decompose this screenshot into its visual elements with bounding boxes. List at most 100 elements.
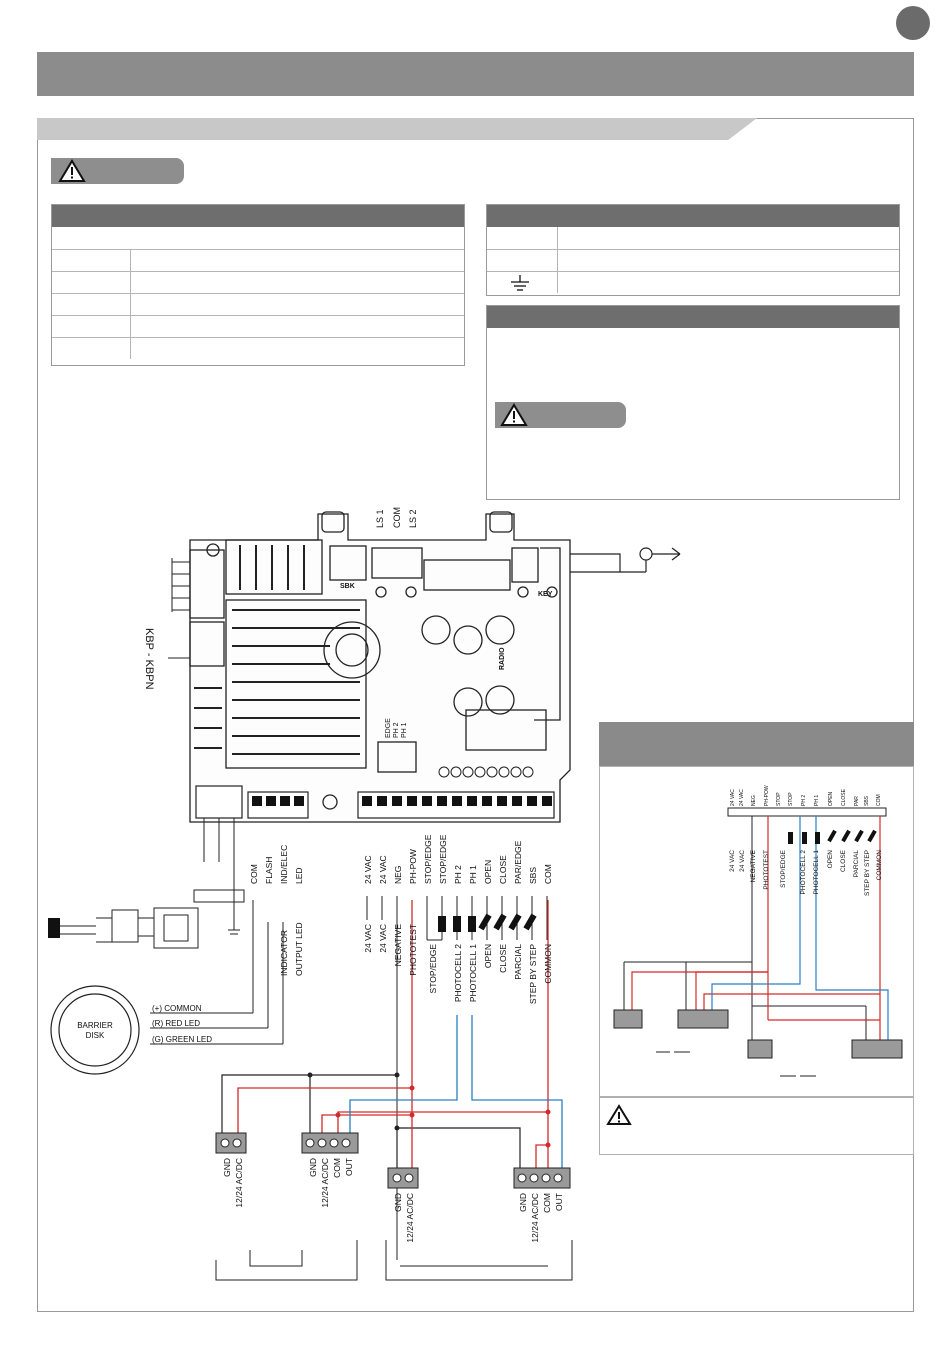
table-row <box>52 337 464 359</box>
inset-terminal-labels: 24 VAC 24 VAC NEG PH-POW STOP STOP PH 2 … <box>730 785 882 806</box>
wire-label: (G) GREEN LED <box>152 1035 212 1044</box>
barrier-disk-label: BARRIER <box>77 1021 113 1030</box>
ls2-label: LS 2 <box>408 509 418 528</box>
barrier-disk-label: DISK <box>86 1031 105 1040</box>
inset-function-label: NEGATIVE <box>750 849 757 882</box>
inset-terminal-label: STOP <box>788 792 794 806</box>
warning-icon <box>500 403 528 426</box>
inset-terminal-label: 24 VAC <box>739 789 745 806</box>
function-label: STEP BY STEP <box>528 944 538 1004</box>
ground-icon <box>511 275 529 291</box>
table-row <box>487 249 899 271</box>
inset-function-label: 24 VAC <box>729 850 736 872</box>
device-label: COM <box>332 1158 342 1178</box>
terminal-label: LED <box>294 867 304 884</box>
table-header <box>487 205 899 227</box>
function-label: COMMON <box>543 944 553 984</box>
inset-function-label: CLOSE <box>840 849 847 872</box>
terminal-label: 24 VAC <box>378 855 388 884</box>
table-row <box>52 271 464 293</box>
inset-function-label: PHOTOCELL 2 <box>800 850 807 895</box>
terminal-label: 24 VAC <box>363 855 373 884</box>
terminal-label: STOP/EDGE <box>423 834 433 884</box>
ls1-label: LS 1 <box>375 509 385 528</box>
inset-terminal-label: STOP <box>776 792 782 806</box>
key-switch-symbol <box>570 547 681 573</box>
inset-function-label: OPEN <box>827 850 834 869</box>
terminal-label: SBS <box>528 867 538 884</box>
terminal-table <box>486 204 900 296</box>
device-label: GND <box>222 1158 232 1177</box>
inset-function-label: PARCIAL <box>853 850 860 878</box>
device-label: GND <box>393 1193 403 1212</box>
terminal-label: COM <box>249 864 259 884</box>
inset-terminal-label: OPEN <box>828 791 834 806</box>
page-header-bar <box>37 52 914 96</box>
function-label: OPEN <box>483 944 493 968</box>
device-label: 12/24 AC/DC <box>234 1158 244 1208</box>
warning-icon <box>58 159 86 182</box>
sbk-label: SBK <box>340 583 355 590</box>
terminal-label: STOP/EDGE <box>438 834 448 884</box>
warning-banner <box>51 158 184 184</box>
inset-terminal-label: PH 1 <box>814 795 820 806</box>
barrier-disk <box>50 985 140 1075</box>
inset-terminal-label: CLOSE <box>841 788 847 806</box>
inset-terminal-label: PH-POW <box>764 785 770 806</box>
function-label: PHOTOCELL 1 <box>468 944 478 1002</box>
function-label: 24 VAC <box>363 924 373 953</box>
terminal-label: OPEN <box>483 860 493 884</box>
function-label: PARCIAL <box>513 944 523 980</box>
page-number-badge <box>896 6 930 40</box>
table-row <box>487 271 899 293</box>
function-label: PHOTOCELL 2 <box>453 944 463 1002</box>
terminal-label: IND/ELEC <box>279 845 289 884</box>
function-label: CLOSE <box>498 944 508 973</box>
inset-function-label: PHOTOCELL 1 <box>813 850 820 895</box>
device-label: OUT <box>344 1158 354 1176</box>
photocell-receiver <box>215 1132 247 1154</box>
inset-function-label: STOP/EDGE <box>780 849 787 887</box>
inset-terminal-label: SBS <box>864 795 870 806</box>
note-box <box>486 305 900 500</box>
dip-ph1-label: PH 1 <box>401 722 408 738</box>
inset-function-label: COMMON <box>876 850 883 881</box>
wire-label: (R) RED LED <box>152 1019 200 1028</box>
inset-diagram <box>623 807 887 1040</box>
key-label: KEY <box>538 591 553 598</box>
function-label: 24 VAC <box>378 924 388 953</box>
right-function-labels: 24 VAC 24 VAC NEGATIVE PHOTOTEST STOP/ED… <box>363 924 553 1004</box>
photocell-receiver <box>387 1167 419 1189</box>
dip-edge-label: EDGE <box>385 718 392 738</box>
inset-terminal-label: PH 2 <box>801 795 807 806</box>
inset-panel <box>599 766 914 1097</box>
power-table <box>51 204 465 366</box>
inset-terminal-label: 24 VAC <box>730 789 736 806</box>
terminal-label: FLASH <box>264 857 274 884</box>
function-label: OUTPUT LED <box>294 922 304 976</box>
right-terminal-labels: 24 VAC 24 VAC NEG PH-POW STOP/EDGE STOP/… <box>363 834 553 884</box>
table-row <box>52 249 464 271</box>
note-header <box>487 306 899 328</box>
inset-terminal-label: NEG <box>751 795 757 806</box>
device-label: GND <box>518 1193 528 1212</box>
inset-function-label: PHOTOTEST <box>763 850 770 890</box>
device-label: 12/24 AC/DC <box>320 1158 330 1208</box>
warning-icon <box>606 1104 632 1125</box>
function-label: STOP/EDGE <box>428 944 438 994</box>
table-row <box>487 227 899 249</box>
inset-function-label: STEP BY STEP <box>864 850 871 896</box>
inset-terminal-label: COM <box>876 794 882 806</box>
com-label: COM <box>392 507 402 528</box>
inset-note <box>599 1097 914 1155</box>
device-label: GND <box>308 1158 318 1177</box>
device-label: COM <box>542 1193 552 1213</box>
device-label: 12/24 AC/DC <box>530 1193 540 1243</box>
table-row <box>52 293 464 315</box>
terminal-label: PAR/EDGE <box>513 840 523 884</box>
function-label: INDICATOR <box>279 930 289 976</box>
control-board <box>189 511 571 823</box>
kbp-label: KBP - KBPN <box>143 628 155 690</box>
wire-label: (+) COMMON <box>152 1004 202 1013</box>
